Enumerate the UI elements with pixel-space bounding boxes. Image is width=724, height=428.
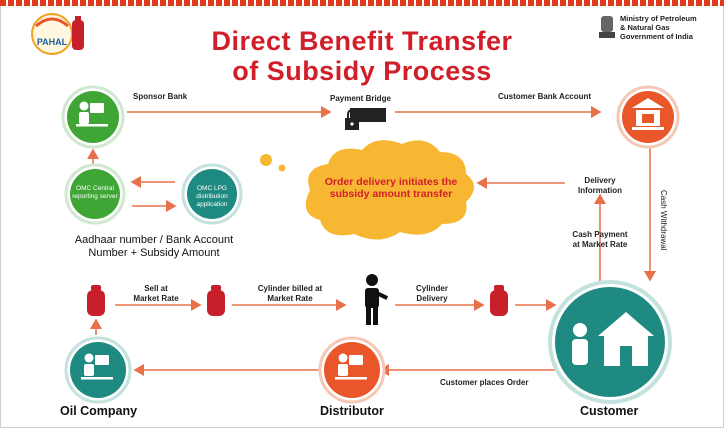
office-worker-icon [76,101,108,127]
cash-withdrawal-label: Cash Withdrawal [659,190,668,251]
pahal-logo: PAHAL [22,10,90,58]
cylinder-icon [87,285,105,316]
cylinder-icon [490,285,508,316]
cylinder-icon [207,285,225,316]
customer-places-order-label: Customer places Order [440,378,529,387]
customer-bank-node [616,85,680,149]
aadhaar-label: Aadhaar number / Bank Account Number + S… [74,234,234,259]
oil-company-node [64,336,132,404]
payment-bridge-icon [345,108,386,130]
cylinder-delivery-label: Cylinder Delivery [415,284,448,303]
customer-node [548,280,672,404]
ministry-label: Ministry of Petroleum & Natural Gas Gove… [620,14,697,41]
lpg-cylinders [87,285,508,316]
order-delivery-cloud [260,140,474,240]
office-worker-icon [335,353,367,380]
payment-bridge-label: Payment Bridge [330,94,391,103]
distributor-label: Distributor [320,404,384,418]
sponsor-bank-label: Sponsor Bank [133,92,188,101]
omc-central-node [64,163,126,225]
cylinder-billed-label: Cylinder billed at Market Rate [257,284,323,303]
omc-central-label: OMC Central reporting server [72,185,118,200]
customer-label: Customer [580,404,639,418]
sell-market-rate-label: Sell at Market Rate [133,284,179,303]
delivery-information-label: Delivery Information [578,176,622,195]
order-delivery-text: Order delivery initiates the subsidy amo… [324,176,458,200]
pahal-logo-icon [31,13,84,55]
distributor-node [318,336,386,404]
omc-lpg-node [181,163,243,225]
title-line-1: Direct Benefit Transfer [211,26,513,56]
customer-bank-account-label: Customer Bank Account [498,92,592,101]
office-worker-icon [81,353,113,380]
pahal-logo-text: PAHAL [36,37,68,47]
oil-company-label: Oil Company [60,404,138,418]
national-emblem-icon [599,16,615,38]
cash-payment-label: Cash Payment at Market Rate [572,230,628,249]
title-line-2: of Subsidy Process [232,56,492,86]
delivery-person-icon [365,274,389,325]
top-border [0,0,724,6]
omc-lpg-label: OMC LPG distribution application [196,185,228,208]
flow-arrows [87,106,656,376]
sponsor-bank-node [61,85,125,149]
